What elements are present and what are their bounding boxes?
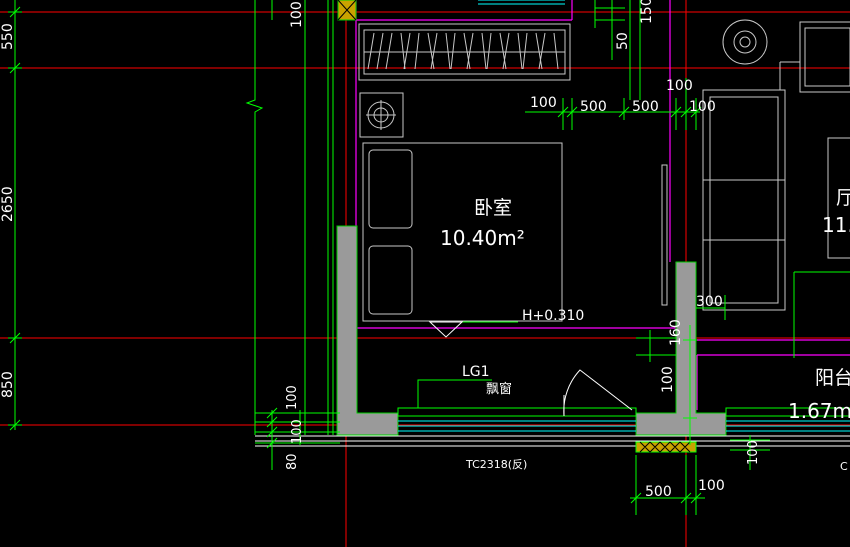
balcony-name: 阳台 xyxy=(815,367,850,389)
dim-right-stack-100: 100 xyxy=(746,440,761,465)
column-hatch xyxy=(639,441,691,453)
window-code: LG1 xyxy=(462,364,490,380)
dim-top-150: 150 xyxy=(639,0,655,24)
dim-bottom-100: 100 xyxy=(698,478,725,494)
dim-stack-100b: 100 xyxy=(290,419,305,444)
outer-wall-lines xyxy=(255,435,850,447)
dim-right-300: 300 xyxy=(696,294,723,310)
dim-stack-100a: 100 xyxy=(285,385,300,410)
right-room-name: 厅 xyxy=(836,187,850,209)
hatched-column xyxy=(635,441,697,453)
dim-mid-100c: 100 xyxy=(689,99,716,115)
dim-left-550: 550 xyxy=(0,23,16,50)
bedroom-area: 10.40m² xyxy=(440,226,525,250)
dim-bottom-500: 500 xyxy=(645,484,672,500)
dim-mid-100b: 100 xyxy=(530,95,557,111)
dim-top-50: 50 xyxy=(615,32,631,50)
dim-mid-500b: 500 xyxy=(632,99,659,115)
dim-left-2650: 2650 xyxy=(0,186,16,222)
balcony-area: 1.67m xyxy=(788,399,850,423)
dim-mid-500a: 500 xyxy=(580,99,607,115)
window-swing-arc xyxy=(563,369,633,417)
cut-right-label: C xyxy=(840,460,848,473)
dim-mid-100a: 100 xyxy=(666,78,693,94)
window-type: 飘窗 xyxy=(486,381,512,397)
nightstand-lamp-icon xyxy=(359,92,404,138)
dim-stack-80: 80 xyxy=(285,453,300,470)
bedroom-name: 卧室 xyxy=(474,197,512,219)
window-tag: TC2318(反) xyxy=(465,458,527,471)
elevation-triangle xyxy=(428,321,464,338)
dim-left-850: 850 xyxy=(0,371,16,398)
elevation-label: H+0.310 xyxy=(522,308,584,324)
dim-right-100: 100 xyxy=(660,366,676,393)
dim-right-160: 160 xyxy=(668,319,684,346)
room-outline xyxy=(355,0,850,410)
left-dimension-chain xyxy=(8,0,334,435)
bay-window-frame xyxy=(397,407,637,417)
right-room-fixtures xyxy=(702,19,850,311)
dimension-lines xyxy=(255,0,850,515)
tv-panel xyxy=(661,164,668,306)
window-lines xyxy=(398,0,850,432)
bed xyxy=(362,142,563,322)
wardrobe xyxy=(358,23,571,81)
dim-top-100: 100 xyxy=(289,1,305,28)
balcony-window-frame xyxy=(725,407,850,417)
right-room-area: 11. xyxy=(822,213,850,237)
